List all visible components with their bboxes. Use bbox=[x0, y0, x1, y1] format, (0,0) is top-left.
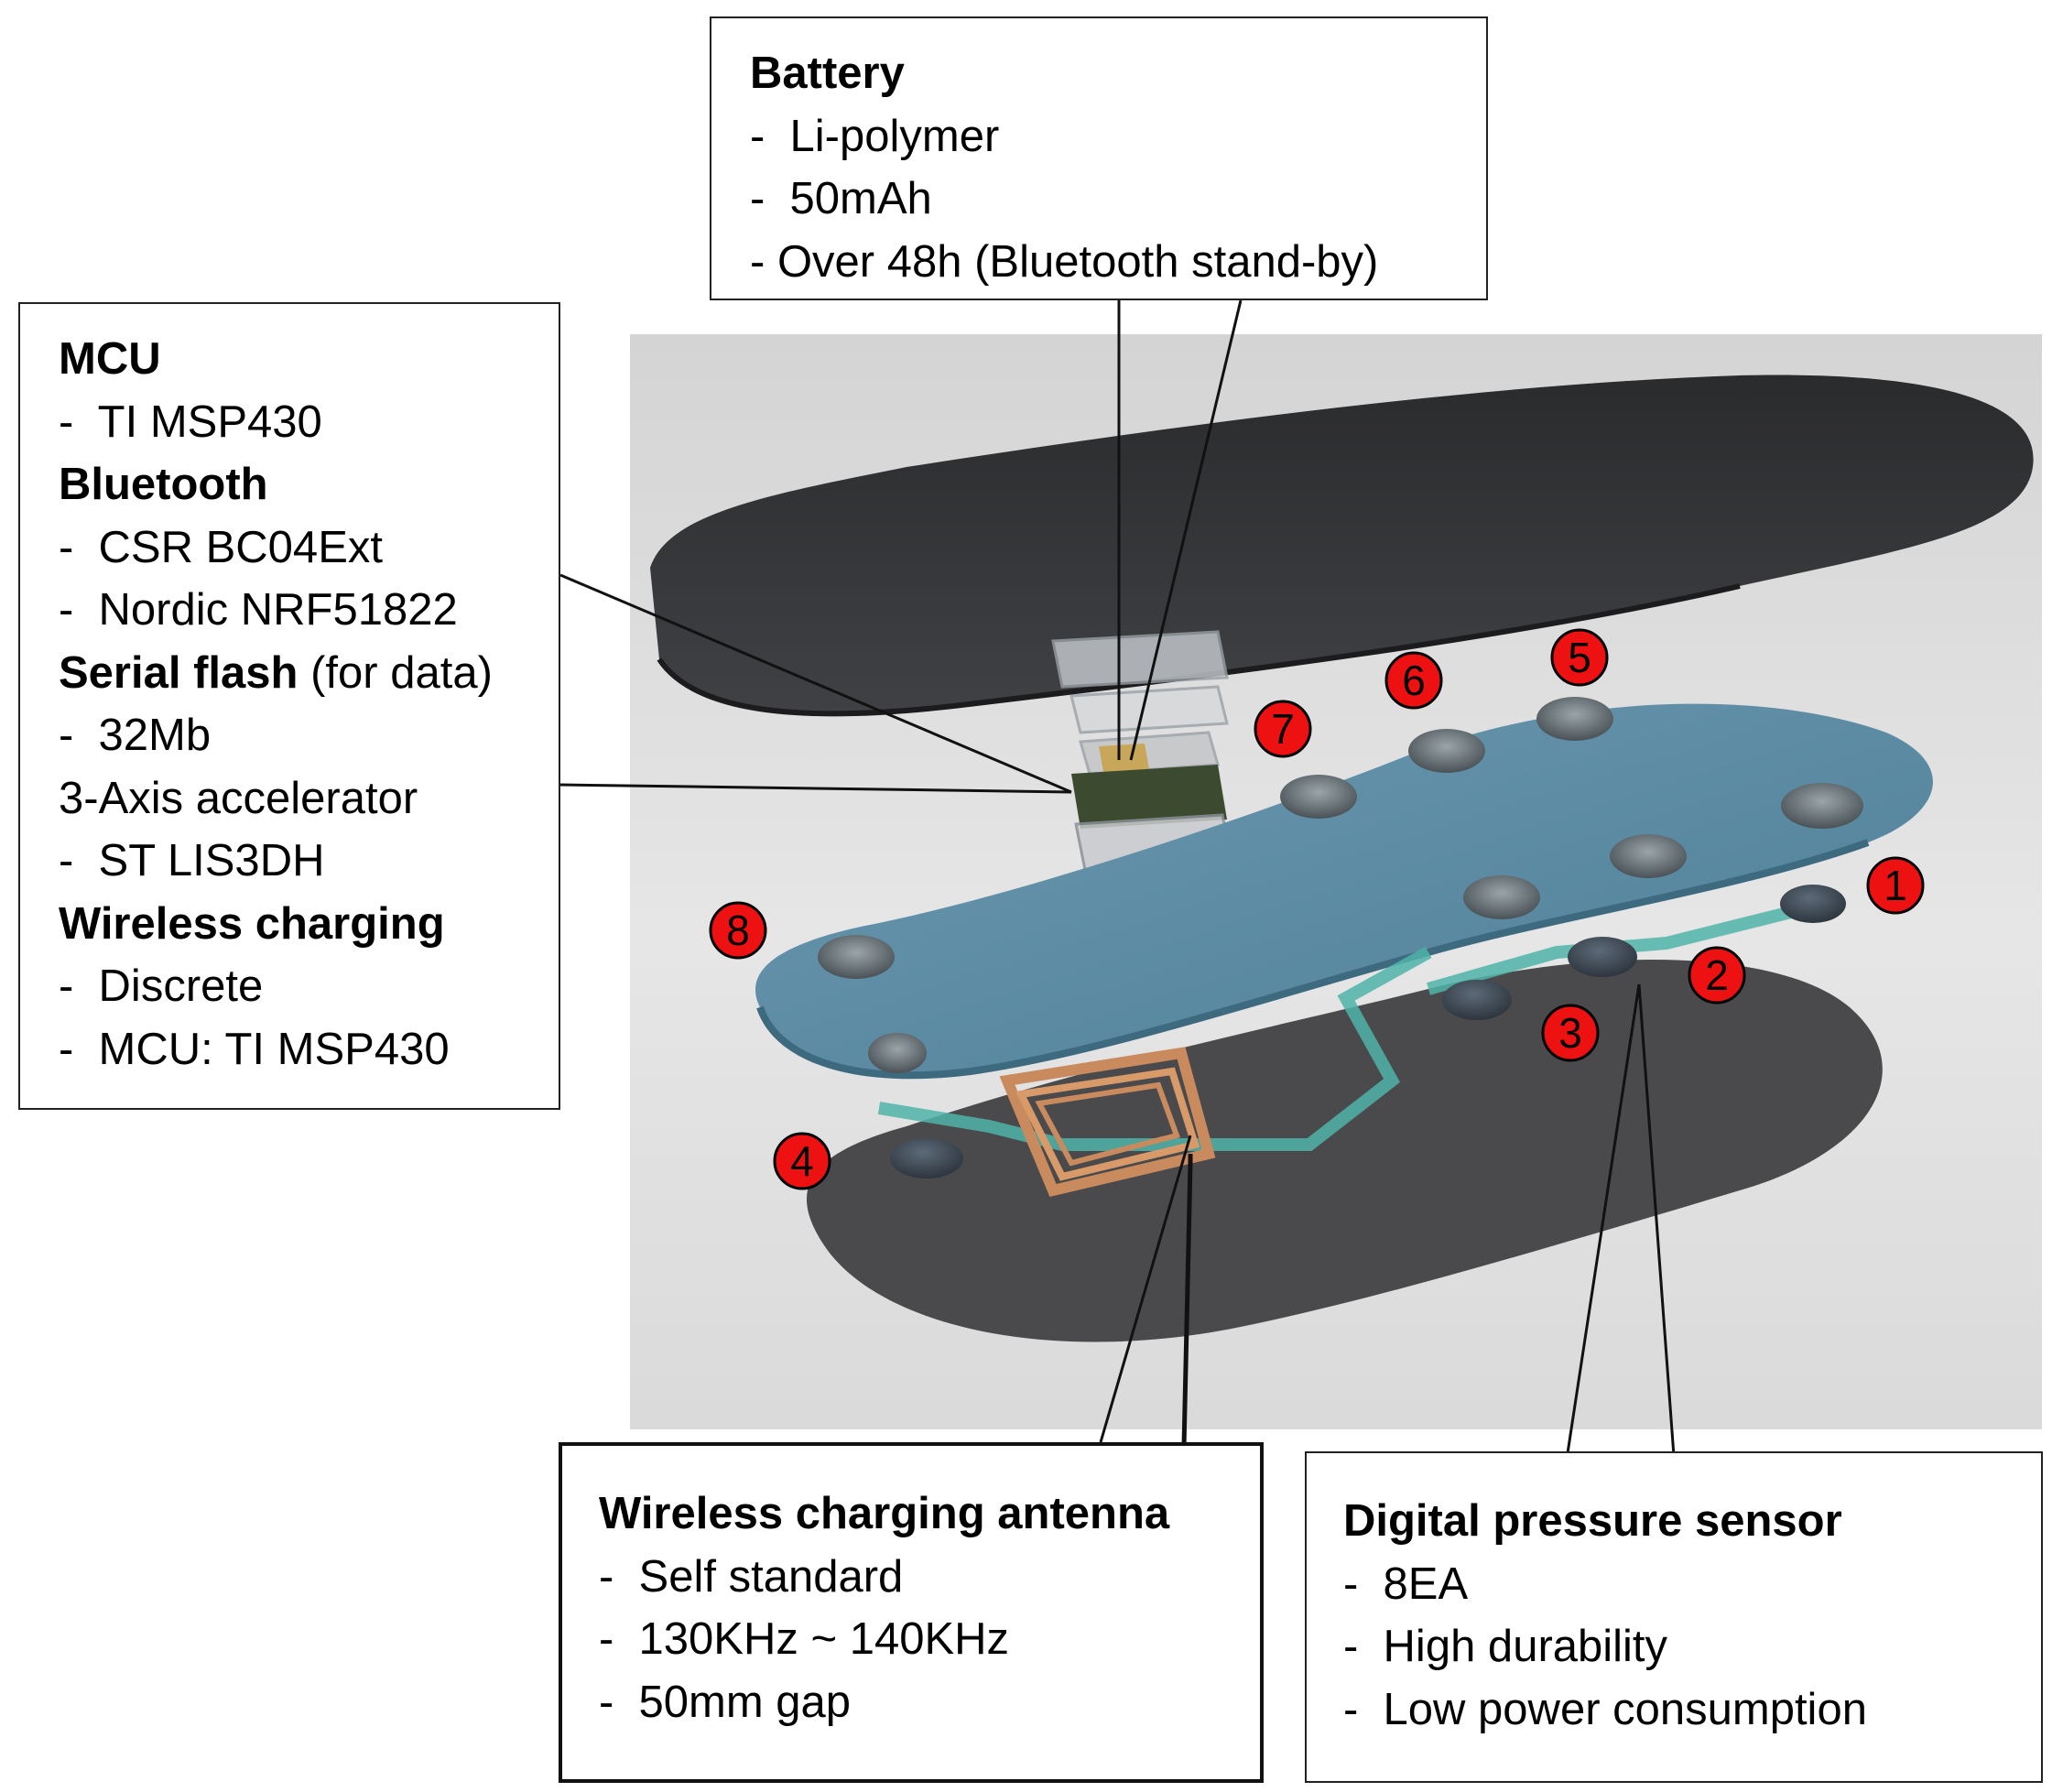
wireless-charging-item: MCU: TI MSP430 bbox=[59, 1018, 559, 1081]
leader-mcu-2 bbox=[559, 783, 1072, 794]
sensor-layer bbox=[755, 703, 1933, 1076]
sensor-marker-6-label: 6 bbox=[1402, 657, 1426, 704]
antenna-callout: Wireless charging antenna Self standard … bbox=[559, 1442, 1264, 1783]
sensor-marker-3-label: 3 bbox=[1558, 1009, 1582, 1057]
bluetooth-item: Nordic NRF51822 bbox=[59, 579, 559, 642]
serial-flash-heading: Serial flash bbox=[59, 647, 299, 698]
sensor-item: High durability bbox=[1343, 1615, 2041, 1678]
wireless-charging-heading: Wireless charging bbox=[59, 898, 445, 949]
battery-item: 50mAh bbox=[750, 168, 1486, 231]
bluetooth-heading: Bluetooth bbox=[59, 460, 268, 509]
bottom-insole bbox=[806, 959, 1883, 1342]
leader-sensor-1 bbox=[1566, 983, 1641, 1454]
sensor-item: 8EA bbox=[1343, 1553, 2041, 1616]
sensor-item: Low power consumption bbox=[1343, 1678, 2041, 1742]
sensor-marker-3: 3 bbox=[1541, 1004, 1600, 1062]
charging-coil bbox=[999, 1047, 1216, 1198]
sensor-marker-4-label: 4 bbox=[790, 1137, 814, 1185]
sensor-marker-7-label: 7 bbox=[1271, 705, 1295, 753]
serial-flash-row: Serial flash (for data) bbox=[59, 642, 559, 705]
leader-lines bbox=[559, 299, 1676, 1457]
accelerometer-item: ST LIS3DH bbox=[59, 830, 559, 893]
sensor-marker-7: 7 bbox=[1254, 700, 1312, 758]
sensor-marker-8-label: 8 bbox=[726, 907, 750, 954]
bluetooth-item: CSR BC04Ext bbox=[59, 516, 559, 580]
accelerometer-label: 3-Axis accelerator bbox=[59, 773, 418, 823]
leader-battery-2 bbox=[1129, 299, 1243, 761]
mcu-callout: MCU TI MSP430 Bluetooth CSR BC04Ext Nord… bbox=[18, 302, 560, 1110]
battery-heading: Battery bbox=[750, 49, 905, 98]
sensor-marker-1: 1 bbox=[1866, 856, 1925, 915]
top-insole-rim bbox=[657, 583, 1741, 717]
wireless-charging-item: Discrete bbox=[59, 955, 559, 1018]
sensor-layer-holes bbox=[818, 697, 1863, 1073]
pressure-sensor-disks bbox=[890, 885, 1846, 1178]
serial-flash-note: (for data) bbox=[298, 647, 493, 698]
sensor-marker-6: 6 bbox=[1384, 651, 1443, 710]
antenna-item: 130KHz ~ 140KHz bbox=[599, 1608, 1260, 1671]
pcb-trace bbox=[877, 946, 1432, 1151]
sensor-layer-edge bbox=[756, 839, 1870, 1080]
mcu-item: TI MSP430 bbox=[59, 391, 559, 454]
antenna-heading: Wireless charging antenna bbox=[599, 1489, 1170, 1538]
sensor-marker-8: 8 bbox=[709, 901, 767, 960]
sensor-marker-1-label: 1 bbox=[1884, 862, 1907, 909]
sensor-marker-5: 5 bbox=[1550, 628, 1609, 687]
battery-item: Li-polymer bbox=[750, 105, 1486, 168]
sensor-heading: Digital pressure sensor bbox=[1343, 1496, 1842, 1546]
leader-mcu-1 bbox=[559, 573, 1072, 794]
sensor-marker-4: 4 bbox=[773, 1132, 831, 1190]
leader-sensor-2 bbox=[1637, 983, 1676, 1457]
battery-callout: Battery Li-polymer 50mAh Over 48h (Bluet… bbox=[710, 16, 1488, 300]
serial-flash-item: 32Mb bbox=[59, 704, 559, 767]
mcu-heading: MCU bbox=[59, 334, 161, 384]
sensor-marker-5-label: 5 bbox=[1568, 634, 1591, 681]
top-insole bbox=[650, 375, 2034, 714]
leader-antenna-1 bbox=[1099, 1135, 1192, 1443]
antenna-item: Self standard bbox=[599, 1546, 1260, 1609]
sensor-callout: Digital pressure sensor 8EA High durabil… bbox=[1305, 1451, 2043, 1783]
sensor-marker-2: 2 bbox=[1688, 946, 1746, 1005]
antenna-item: 50mm gap bbox=[599, 1671, 1260, 1734]
sensor-marker-2-label: 2 bbox=[1705, 951, 1729, 999]
battery-item: Over 48h (Bluetooth stand-by) bbox=[750, 231, 1486, 294]
